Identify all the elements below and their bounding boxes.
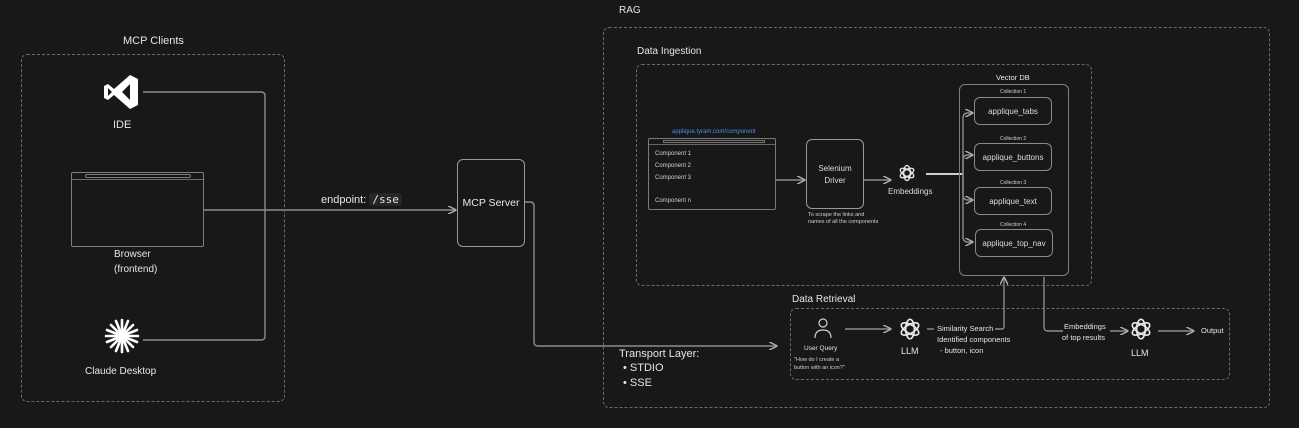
rag-title: RAG (619, 5, 641, 16)
embeddings-node (897, 163, 917, 183)
selenium-caption-2: names of all the components (808, 219, 879, 225)
collection-name: applique_tabs (988, 106, 1038, 116)
selenium-label-2: Driver (824, 175, 846, 185)
openai-icon (899, 164, 915, 182)
selenium-label: Selenium (818, 163, 852, 173)
collection-applique-tabs[interactable]: applique_tabs (974, 97, 1052, 125)
component-item: Component 2 (655, 163, 692, 169)
mcp-clients-title: MCP Clients (123, 35, 184, 47)
component-item: Component 1 (655, 151, 692, 157)
mcp-clients-group (21, 54, 285, 402)
ide-connector (143, 91, 266, 341)
component-item: Component 3 (655, 175, 692, 181)
ide-label: IDE (113, 119, 132, 131)
site-url-link[interactable]: applique.tyram.com/component (672, 129, 756, 135)
selenium-caption: To scrape the links and (808, 212, 865, 218)
collection-name: applique_top_nav (982, 238, 1046, 248)
llm-node-2 (1128, 316, 1154, 342)
embeddings-label: Embeddings (888, 187, 933, 196)
user-query-text-2: button with an icon?" (794, 365, 845, 371)
identified-components-label: Identified components (937, 335, 1011, 344)
claude-desktop-client[interactable] (104, 318, 140, 354)
transport-item-sse: • SSE (623, 377, 652, 389)
embeddings-top-results-label-2: of top results (1062, 333, 1105, 342)
similarity-search-label: Similarity Search (937, 324, 994, 333)
browser-window-icon (72, 173, 203, 180)
browser-client[interactable] (71, 172, 204, 247)
mcp-server-box[interactable]: MCP Server (457, 159, 525, 247)
user-query-label: User Query (804, 345, 838, 352)
endpoint-value: /sse (369, 193, 402, 206)
rag-group (603, 27, 1270, 408)
transport-item-stdio: • STDIO (623, 362, 664, 374)
openai-icon (1131, 318, 1151, 340)
selenium-driver-box[interactable]: Selenium Driver (806, 139, 864, 209)
user-icon (814, 318, 832, 339)
output-label: Output (1201, 326, 1224, 335)
browser-sublabel: (frontend) (114, 264, 158, 275)
user-query-node (812, 317, 834, 339)
llm-node-1 (897, 316, 923, 342)
collection-applique-buttons[interactable]: applique_buttons (974, 143, 1052, 171)
user-query-text: "How do I create a (794, 357, 840, 363)
collection-applique-top-nav[interactable]: applique_top_nav (975, 229, 1053, 257)
vector-db-title: Vector DB (996, 73, 1030, 82)
embeddings-top-results-label: Embeddings (1064, 322, 1106, 331)
llm-label-1: LLM (901, 346, 919, 356)
claude-starburst-icon (104, 318, 140, 354)
claude-desktop-label: Claude Desktop (85, 366, 157, 377)
collection-name: applique_text (989, 196, 1037, 206)
endpoint-text: endpoint: (321, 194, 367, 206)
data-ingestion-group (636, 64, 1092, 286)
endpoint-label: endpoint: /sse (321, 193, 402, 206)
transport-title: Transport Layer: (619, 348, 700, 360)
collection-caption: Collection 2 (1000, 136, 1027, 142)
data-retrieval-group (790, 308, 1230, 380)
openai-icon (900, 318, 920, 340)
ide-client[interactable] (100, 72, 144, 112)
browser-label: Browser (114, 249, 151, 260)
identified-components-value: - button, icon (940, 346, 984, 355)
llm-label-2: LLM (1131, 348, 1149, 358)
component-item: Component n (655, 198, 692, 204)
collection-applique-text[interactable]: applique_text (974, 187, 1052, 215)
collection-name: applique_buttons (982, 152, 1044, 162)
data-retrieval-title: Data Retrieval (792, 294, 856, 305)
component-site-mock: Component 1 Component 2 Component 3 Comp… (648, 138, 776, 210)
collection-caption: Collection 3 (1000, 180, 1027, 186)
collection-caption: Collection 1 (1000, 89, 1027, 95)
vscode-icon (104, 75, 138, 109)
collection-caption: Collection 4 (1000, 222, 1027, 228)
mcp-server-label: MCP Server (462, 197, 520, 209)
data-ingestion-title: Data Ingestion (637, 46, 702, 57)
vector-db-box (959, 84, 1069, 276)
browser-window-icon (649, 139, 775, 145)
server-to-retrieval-connector (524, 201, 776, 346)
